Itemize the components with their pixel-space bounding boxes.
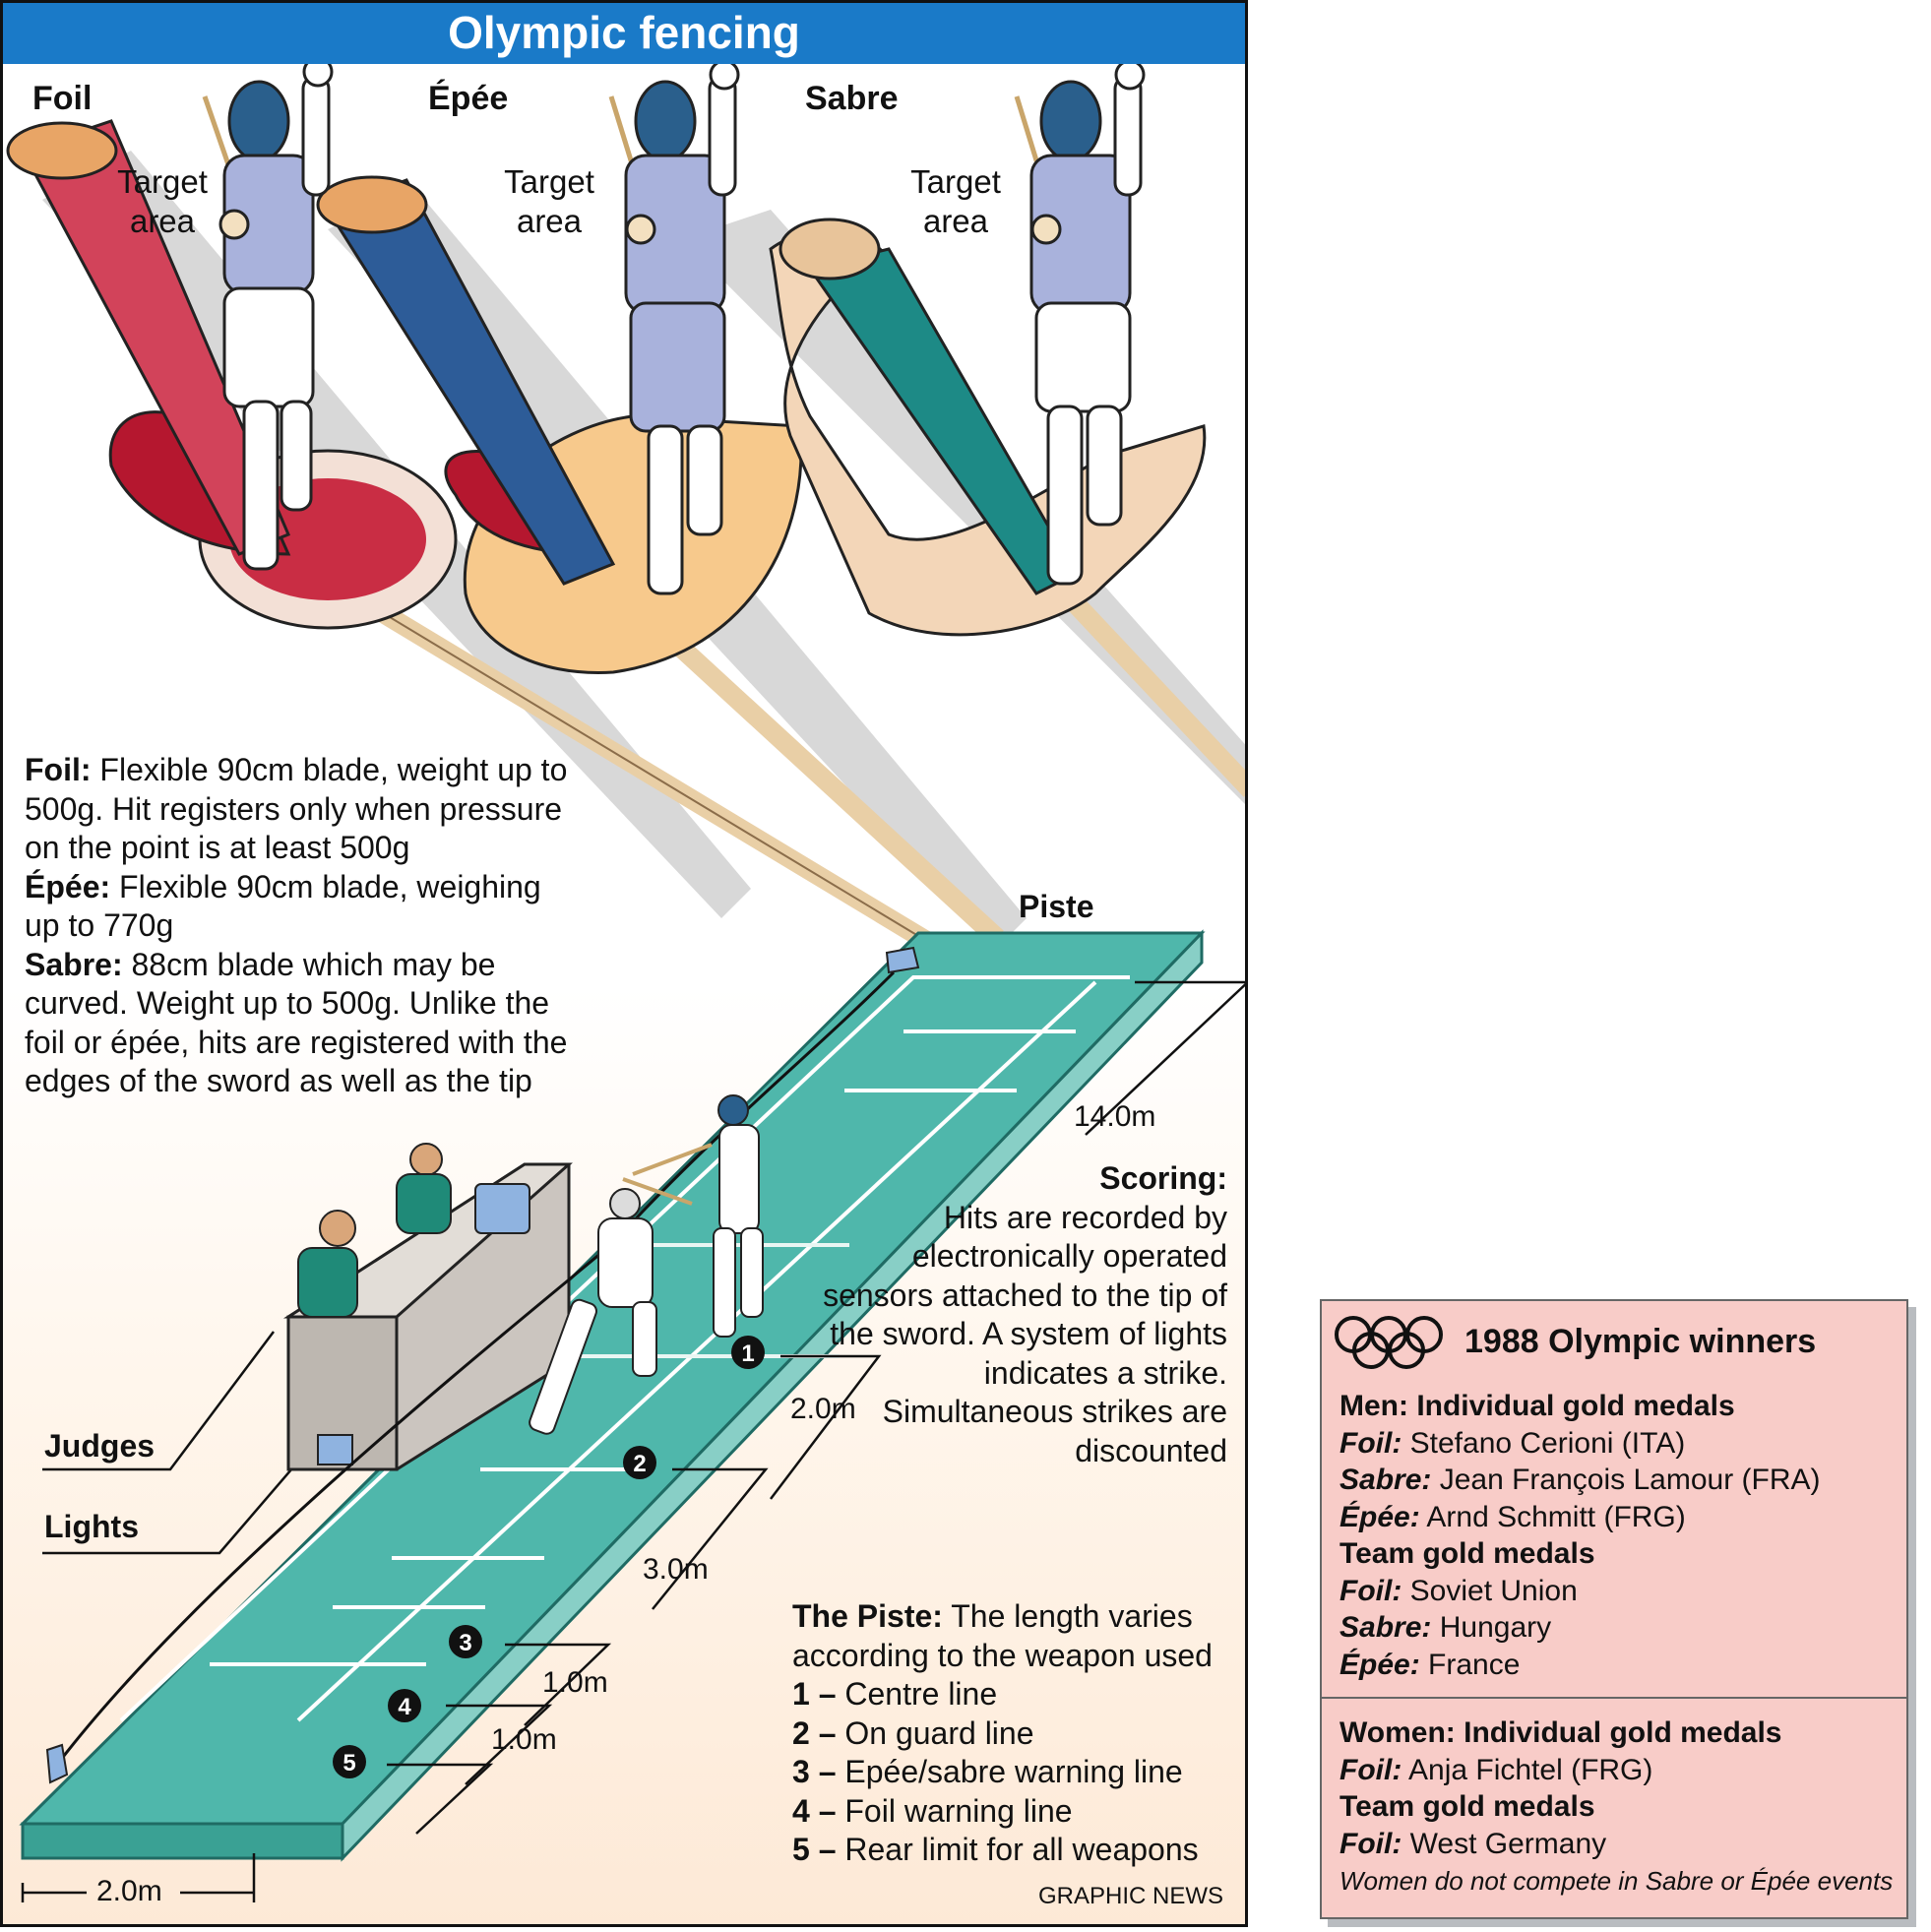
- line-4-text: Foil warning line: [844, 1792, 1073, 1829]
- line-4-num: 4 –: [792, 1792, 837, 1829]
- women-individual-heading: Women: Individual gold medals: [1339, 1716, 1782, 1749]
- men-ind-winner-3: Arnd Schmitt (FRG): [1426, 1500, 1686, 1533]
- men-ind-weapon-3: Épée:: [1339, 1500, 1420, 1533]
- fencer-figure-foil: [202, 56, 334, 571]
- winners-box: 1988 Olympic winners Men: Individual gol…: [1320, 1299, 1908, 1919]
- line-3-num: 3 –: [792, 1754, 837, 1789]
- women-note: Women do not compete in Sabre or Épée ev…: [1339, 1866, 1894, 1896]
- sabre-spec-text: 88cm blade which may be curved. Weight u…: [25, 946, 568, 1099]
- women-team-weapon-1: Foil:: [1339, 1827, 1402, 1860]
- women-winners: Women: Individual gold medals Foil: Anja…: [1339, 1714, 1900, 1901]
- men-team-winner-1: Soviet Union: [1409, 1574, 1578, 1607]
- marker-5: 5: [343, 1750, 355, 1776]
- piste-info-text: The length varies according to the weapo…: [792, 1598, 1213, 1673]
- winners-divider: [1322, 1697, 1906, 1699]
- epee-sword-illustration: [316, 175, 1004, 946]
- illustration: [6, 56, 1245, 1902]
- line-1-num: 1 –: [792, 1676, 837, 1712]
- marker-1-dot: [731, 1336, 765, 1369]
- infographic-panel: Olympic fencing Foil Épée Sabre Target a…: [0, 0, 1248, 1927]
- lights-label: Lights: [44, 1509, 139, 1544]
- men-team-winner-3: France: [1428, 1648, 1521, 1681]
- men-ind-winner-1: Stefano Cerioni (ITA): [1409, 1426, 1686, 1460]
- men-ind-winner-2: Jean François Lamour (FRA): [1439, 1464, 1821, 1496]
- sabre-spec-label: Sabre:: [25, 946, 123, 982]
- line-5-num: 5 –: [792, 1832, 837, 1867]
- page-title: Olympic fencing: [3, 3, 1245, 64]
- weapon-specs: Foil: Flexible 90cm blade, weight up to …: [25, 751, 576, 1101]
- men-team-winner-2: Hungary: [1439, 1611, 1552, 1644]
- marker-2-dot: [623, 1446, 656, 1479]
- piste-explanation: The Piste: The length varies according t…: [792, 1597, 1245, 1870]
- piste-info-label: The Piste:: [792, 1598, 943, 1634]
- epee-spec-label: Épée:: [25, 868, 111, 904]
- marker-2: 2: [633, 1451, 646, 1477]
- dim-3m-label: 3.0m: [643, 1553, 709, 1586]
- foil-spec-label: Foil:: [25, 752, 92, 787]
- olympic-rings-icon: [1335, 1316, 1443, 1369]
- men-team-weapon-3: Épée:: [1339, 1648, 1420, 1681]
- foil-heading: Foil: [32, 80, 93, 117]
- line-2-text: On guard line: [844, 1714, 1034, 1751]
- marker-3-dot: [449, 1625, 482, 1658]
- men-team-weapon-2: Sabre:: [1339, 1611, 1432, 1644]
- winners-title: 1988 Olympic winners: [1464, 1323, 1817, 1360]
- credit: GRAPHIC NEWS: [1037, 1883, 1223, 1909]
- men-ind-weapon-1: Foil:: [1339, 1426, 1402, 1460]
- women-ind-weapon-1: Foil:: [1339, 1753, 1402, 1786]
- piste-strip: [19, 929, 1206, 1862]
- dimension-lines: [21, 980, 1245, 1902]
- fencer-figure-epee: [608, 59, 740, 595]
- scoring-label: Scoring:: [1099, 1160, 1227, 1196]
- judges-table: [282, 1143, 573, 1471]
- men-winners: Men: Individual gold medals Foil: Stefan…: [1339, 1388, 1900, 1683]
- women-team-winner-1: West Germany: [1409, 1827, 1607, 1860]
- sabre-target-label: Target area: [910, 163, 1001, 239]
- line-3-text: Epée/sabre warning line: [844, 1754, 1183, 1789]
- line-2-num: 2 –: [792, 1714, 837, 1751]
- marker-1: 1: [741, 1340, 754, 1367]
- epee-target-label: Target area: [504, 163, 594, 239]
- women-team-heading: Team gold medals: [1339, 1790, 1595, 1823]
- marker-4-dot: [388, 1689, 421, 1722]
- men-ind-weapon-2: Sabre:: [1339, 1464, 1432, 1496]
- marker-4: 4: [398, 1694, 411, 1720]
- marker-3: 3: [459, 1630, 471, 1656]
- scoring-text: Hits are recorded by electronically oper…: [823, 1199, 1227, 1468]
- scoring-explanation: Scoring: Hits are recorded by electronic…: [814, 1159, 1227, 1470]
- men-individual-heading: Men: Individual gold medals: [1339, 1390, 1735, 1422]
- sabre-heading: Sabre: [805, 80, 899, 117]
- line-marker-layer: 1 2 3 4 5: [333, 1336, 765, 1778]
- men-team-weapon-1: Foil:: [1339, 1574, 1402, 1607]
- marker-5-dot: [333, 1745, 366, 1778]
- foil-target-label: Target area: [117, 163, 208, 239]
- dim-1m-a-label: 1.0m: [542, 1666, 608, 1699]
- piste-length-label: 14.0m: [1074, 1100, 1156, 1133]
- bout-fencers: [529, 1094, 764, 1435]
- sabre-sword-illustration: [769, 218, 1245, 797]
- epee-spec-text: Flexible 90cm blade, weighing up to 770g: [25, 868, 541, 944]
- piste-width-label: 2.0m: [96, 1875, 162, 1907]
- line-1-text: Centre line: [844, 1676, 998, 1712]
- dim-1m-b-label: 1.0m: [491, 1723, 557, 1756]
- men-team-heading: Team gold medals: [1339, 1537, 1595, 1570]
- judges-label: Judges: [44, 1428, 156, 1464]
- epee-heading: Épée: [428, 80, 509, 117]
- line-5-text: Rear limit for all weapons: [844, 1832, 1199, 1867]
- foil-spec-text: Flexible 90cm blade, weight up to 500g. …: [25, 752, 568, 865]
- piste-label: Piste: [1019, 889, 1094, 924]
- women-ind-winner-1: Anja Fichtel (FRG): [1408, 1753, 1653, 1786]
- fencer-figure-sabre: [1014, 59, 1146, 586]
- dim-2m-label: 2.0m: [790, 1393, 856, 1425]
